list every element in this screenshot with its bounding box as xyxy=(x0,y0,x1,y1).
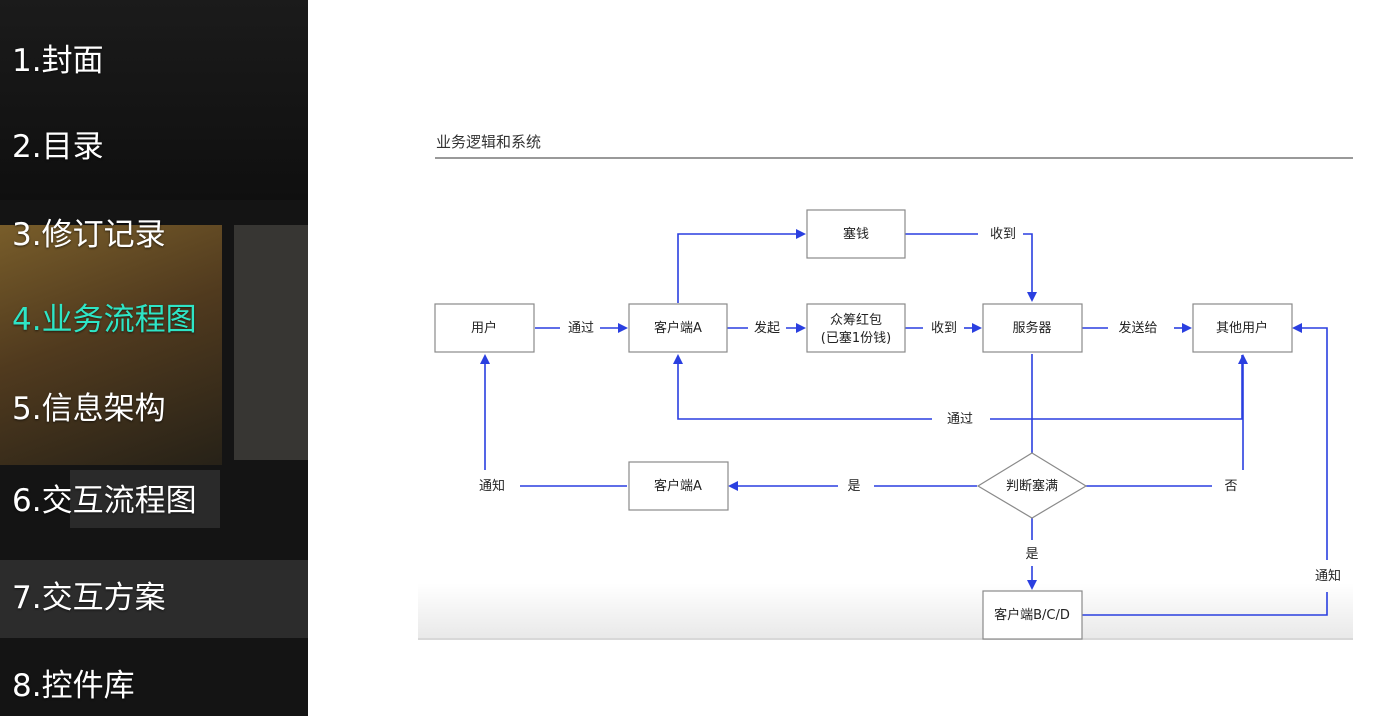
sidebar-background-top xyxy=(0,0,308,200)
slide-canvas: 业务逻辑和系统 xyxy=(308,0,1394,716)
chapter-item-business-flow[interactable]: 4.业务流程图 xyxy=(12,302,197,338)
edge-label-send-to: 发送给 xyxy=(1118,320,1157,336)
chapter-item-revision-log[interactable]: 3.修订记录 xyxy=(12,217,166,253)
edge-label-initiate: 发起 xyxy=(754,320,780,336)
chapter-sidebar: 1.封面 2.目录 3.修订记录 4.业务流程图 5.信息架构 6.交互流程图 … xyxy=(0,0,308,716)
chapter-item-interaction-flow[interactable]: 6.交互流程图 xyxy=(12,483,197,519)
sidebar-background-poster xyxy=(0,225,222,465)
sidebar-background-tile xyxy=(70,470,220,528)
label-client-a: 客户端A xyxy=(654,320,702,336)
node-client-a xyxy=(628,303,728,353)
node-client-a2 xyxy=(628,461,729,511)
sidebar-background-page xyxy=(234,225,308,460)
business-flow-diagram: 用户 客户端A 塞钱 众筹红包 (已塞1份钱) 服务器 其他用户 判断塞满 客户… xyxy=(434,209,1341,640)
node-user xyxy=(434,303,535,353)
edge-label-yes-left: 是 xyxy=(847,479,860,494)
label-judge-full: 判断塞满 xyxy=(1006,478,1058,494)
node-judge-full xyxy=(976,452,1088,519)
label-server: 服务器 xyxy=(1012,320,1051,336)
chapter-item-cover[interactable]: 1.封面 xyxy=(12,43,104,79)
node-crowdfund xyxy=(806,303,906,353)
title-divider xyxy=(435,157,1353,159)
node-client-bcd xyxy=(982,590,1083,640)
chapter-item-info-architecture[interactable]: 5.信息架构 xyxy=(12,391,166,427)
edge-other-users-to-client-a-right xyxy=(990,355,1243,420)
edge-label-receive-mid: 收到 xyxy=(931,321,957,336)
label-client-bcd: 客户端B/C/D xyxy=(994,607,1070,623)
slide-page xyxy=(418,90,1353,638)
edge-label-receive-top: 收到 xyxy=(990,227,1016,242)
edge-stuff-money-to-server-head xyxy=(1023,233,1037,302)
sidebar-background-band xyxy=(0,560,308,638)
label-client-a2: 客户端A xyxy=(654,478,702,494)
label-user: 用户 xyxy=(471,320,497,336)
edge-client-bcd-to-other-users-head xyxy=(1292,323,1328,560)
chapter-item-widget-library[interactable]: 8.控件库 xyxy=(12,668,135,704)
node-server xyxy=(982,303,1083,353)
label-other-users: 其他用户 xyxy=(1216,320,1268,336)
label-crowdfund-line1: 众筹红包 xyxy=(830,312,882,328)
edge-label-via1: 通过 xyxy=(568,321,594,336)
chapter-item-contents[interactable]: 2.目录 xyxy=(12,129,104,165)
label-crowdfund-line2: (已塞1份钱) xyxy=(821,330,891,346)
label-stuff-money: 塞钱 xyxy=(843,226,869,242)
edge-label-via2: 通过 xyxy=(947,412,973,427)
node-stuff-money xyxy=(806,209,906,259)
edge-other-users-to-client-a-left xyxy=(673,354,932,420)
edge-label-no-right: 否 xyxy=(1224,479,1237,494)
edge-label-yes-down: 是 xyxy=(1025,547,1038,562)
edge-client-a-to-stuff-money xyxy=(677,229,806,303)
edge-label-notify-left: 通知 xyxy=(479,478,505,494)
edge-label-notify-right: 通知 xyxy=(1315,568,1341,584)
chapter-item-interaction-scheme[interactable]: 7.交互方案 xyxy=(12,580,166,616)
node-other-users xyxy=(1192,303,1293,353)
slide-title: 业务逻辑和系统 xyxy=(436,133,542,151)
bottom-divider xyxy=(418,638,1353,640)
edge-client-bcd-to-other-users xyxy=(1082,592,1328,616)
